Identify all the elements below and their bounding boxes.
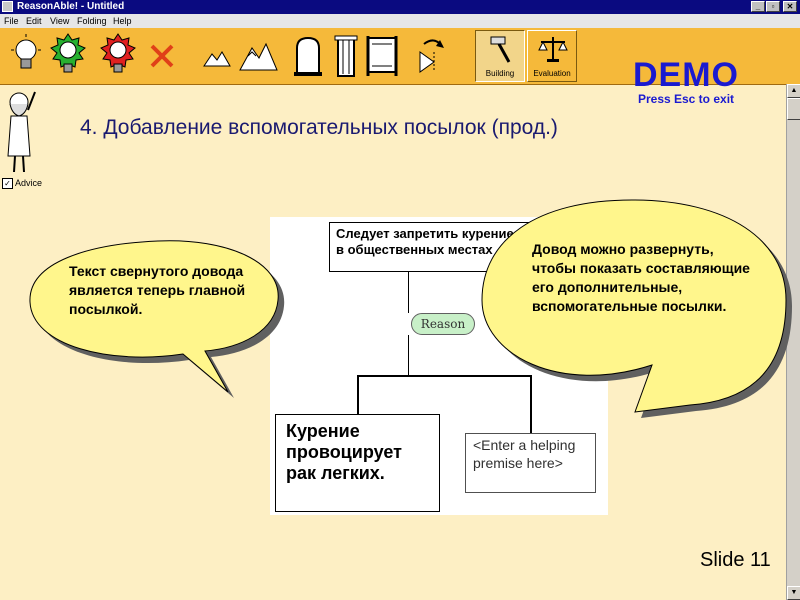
evaluation-label: Evaluation: [533, 69, 571, 78]
hammer-icon: [490, 36, 511, 63]
minimize-button[interactable]: _: [751, 1, 765, 12]
advisor-figure-icon[interactable]: [2, 86, 38, 176]
menu-file[interactable]: File: [4, 16, 19, 26]
scroll-thumb[interactable]: [787, 98, 800, 120]
connector-line: [408, 335, 409, 375]
right-callout-text: Довод можно развернуть, чтобы показать с…: [532, 241, 750, 314]
title-bar: ReasonAble! - Untitled _ ▫ ✕: [0, 0, 800, 14]
reason-node[interactable]: Reason: [411, 313, 475, 335]
claim-box[interactable]: Следует запретить курение в общественных…: [329, 222, 529, 272]
menu-bar: File Edit View Folding Help: [0, 14, 800, 28]
window-title: ReasonAble! - Untitled: [17, 1, 125, 12]
flip-icon[interactable]: [410, 32, 450, 80]
connector-line: [408, 271, 409, 313]
demo-subtitle: Press Esc to exit: [637, 92, 735, 106]
connector-line: [357, 375, 532, 377]
close-button[interactable]: ✕: [783, 1, 797, 12]
building-mode-button[interactable]: Building: [475, 30, 525, 82]
menu-edit[interactable]: Edit: [26, 16, 42, 26]
connector-line: [530, 375, 532, 433]
advice-label: Advice: [15, 178, 43, 188]
scroll-icon[interactable]: [362, 32, 402, 80]
slide-title: 4. Добавление вспомогательных посылок (п…: [80, 116, 558, 139]
main-premise-box[interactable]: Курение провоцирует рак легких.: [275, 414, 440, 512]
idea-icon[interactable]: [6, 32, 46, 80]
toolbar: Building Evaluation DEMO Press Esc to ex…: [0, 28, 800, 106]
left-callout-text: Текст свернутого довода является теперь …: [69, 263, 246, 317]
advice-toggle[interactable]: ✓ Advice: [2, 178, 43, 190]
building-label: Building: [485, 69, 515, 78]
maximize-button[interactable]: ▫: [766, 1, 780, 12]
opposing-idea-icon[interactable]: [98, 32, 138, 80]
connector-line: [357, 375, 359, 414]
evaluation-mode-button[interactable]: Evaluation: [527, 30, 577, 82]
scroll-down-arrow-icon[interactable]: ▼: [787, 586, 800, 600]
demo-title: DEMO: [633, 56, 739, 94]
helping-premise-box[interactable]: <Enter a helping premise here>: [465, 433, 596, 493]
tombstone-icon[interactable]: [288, 32, 328, 80]
vertical-scrollbar[interactable]: ▲ ▼: [786, 84, 800, 600]
slide-number: Slide 11: [700, 549, 771, 571]
delete-icon[interactable]: [142, 32, 182, 80]
app-icon[interactable]: [2, 1, 13, 12]
scales-icon: [538, 37, 568, 62]
mountain-icon[interactable]: [238, 32, 278, 80]
menu-folding[interactable]: Folding: [77, 16, 107, 26]
menu-view[interactable]: View: [50, 16, 70, 26]
small-mountain-icon[interactable]: [196, 32, 236, 80]
advice-checkbox[interactable]: ✓: [2, 178, 13, 190]
scroll-up-arrow-icon[interactable]: ▲: [787, 84, 800, 98]
pillar-icon[interactable]: [326, 32, 366, 80]
supporting-idea-icon[interactable]: [48, 32, 88, 80]
demo-banner: DEMO Press Esc to exit: [618, 58, 754, 106]
menu-help[interactable]: Help: [113, 16, 132, 26]
